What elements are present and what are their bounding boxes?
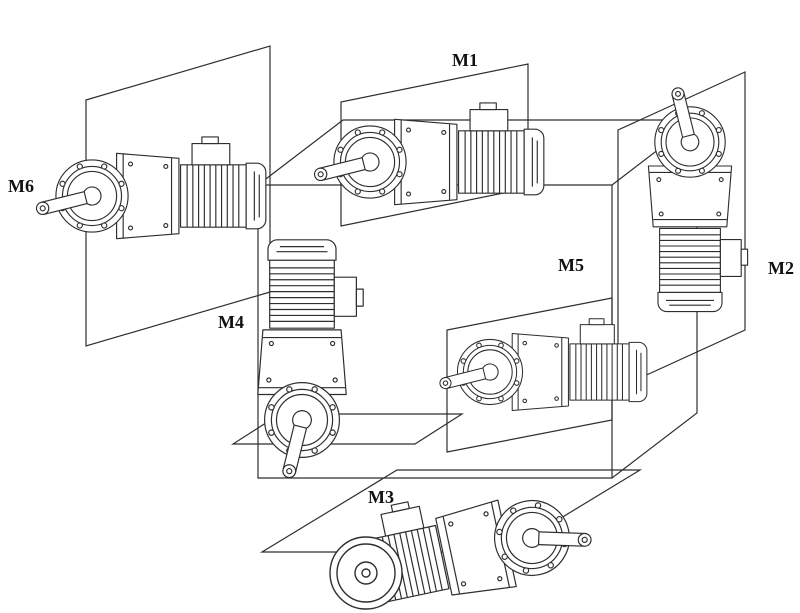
cube-top-face — [257, 119, 699, 186]
plane-m2 — [617, 71, 746, 389]
label-m1: M1 — [452, 50, 478, 70]
label-m3: M3 — [368, 487, 394, 507]
label-m4: M4 — [218, 312, 244, 332]
gearmotor-m6 — [33, 136, 267, 240]
gearmotor-m5 — [437, 318, 648, 411]
gearmotor-m1 — [311, 102, 545, 206]
fan-cover-icon — [329, 536, 403, 610]
label-m2: M2 — [768, 258, 794, 278]
label-m6: M6 — [8, 176, 34, 196]
plane-m5 — [446, 297, 613, 453]
label-m5: M5 — [558, 255, 584, 275]
gearmotor-m2 — [647, 85, 749, 313]
position-labels: M1 M2 M3 M4 M5 M6 — [8, 50, 794, 507]
